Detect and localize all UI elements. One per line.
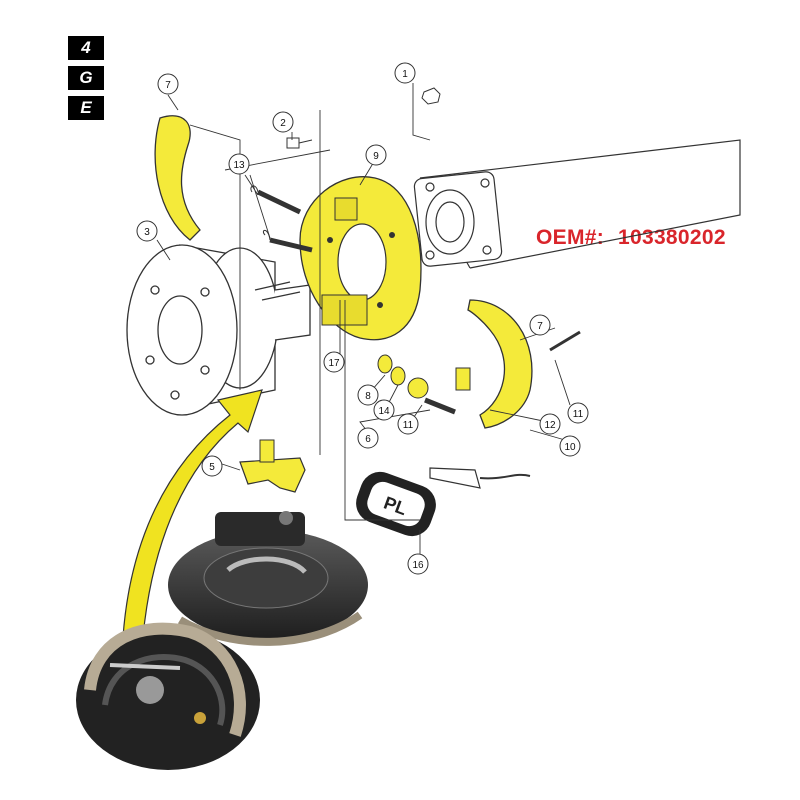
callout-10: 10	[564, 442, 576, 453]
callout-circle	[157, 73, 179, 95]
callout-circle	[407, 553, 429, 575]
callout-circle	[373, 399, 395, 421]
callout-circle	[228, 153, 250, 175]
nut	[421, 87, 441, 105]
brake-shoe-right	[467, 299, 533, 429]
brake-drum	[126, 244, 311, 416]
brake-cable	[429, 467, 531, 489]
shoe-springs	[250, 185, 313, 253]
badge-g: G	[68, 66, 104, 90]
callout-1: 1	[402, 69, 408, 80]
callout-12: 12	[544, 420, 556, 431]
callout-14: 14	[378, 406, 390, 417]
callout-circle	[136, 220, 158, 242]
callout-labels: 1 2 3 5 6 7 7 8 9 10 11 11 12 13 14 16 1…	[144, 69, 583, 571]
oem-number: OEM#: 103380202	[536, 226, 726, 250]
callout-13: 13	[233, 160, 245, 171]
badge-e: E	[68, 96, 104, 120]
axle-housing	[413, 139, 741, 269]
callout-11-right: 11	[573, 409, 584, 420]
backing-plate	[299, 176, 422, 341]
callout-8: 8	[365, 391, 371, 402]
callout-circle	[539, 413, 561, 435]
callout-circle	[529, 314, 551, 336]
parking-lever	[239, 439, 306, 493]
callout-9: 9	[373, 151, 379, 162]
photo-brake-shoes	[76, 622, 260, 770]
adjuster-parts	[377, 330, 581, 415]
bolt	[286, 137, 313, 149]
callout-6: 6	[365, 434, 371, 445]
callout-5: 5	[209, 462, 215, 473]
oem-label: OEM#:	[536, 226, 605, 249]
photo-assembled-brake	[168, 511, 368, 646]
callout-circle	[559, 435, 581, 457]
callout-2: 2	[280, 118, 286, 129]
cable-boot: PL	[356, 471, 436, 537]
callout-circle	[201, 455, 223, 477]
callout-circle	[365, 144, 387, 166]
callout-11-left: 11	[403, 420, 414, 431]
callout-circle	[357, 427, 379, 449]
callout-markers	[136, 62, 589, 575]
callout-3: 3	[144, 227, 150, 238]
callout-7-left: 7	[165, 80, 171, 91]
badge-4: 4	[68, 36, 104, 60]
callout-circle	[323, 351, 345, 373]
oem-value: 103380202	[618, 226, 726, 249]
callout-17: 17	[328, 358, 340, 369]
callout-16: 16	[412, 560, 424, 571]
callout-7-right: 7	[537, 321, 543, 332]
brake-shoe-left	[154, 115, 201, 241]
callout-circle	[397, 413, 419, 435]
callout-circle	[567, 402, 589, 424]
callout-circle	[272, 111, 294, 133]
callout-circle	[357, 384, 379, 406]
callout-circle	[394, 62, 416, 84]
